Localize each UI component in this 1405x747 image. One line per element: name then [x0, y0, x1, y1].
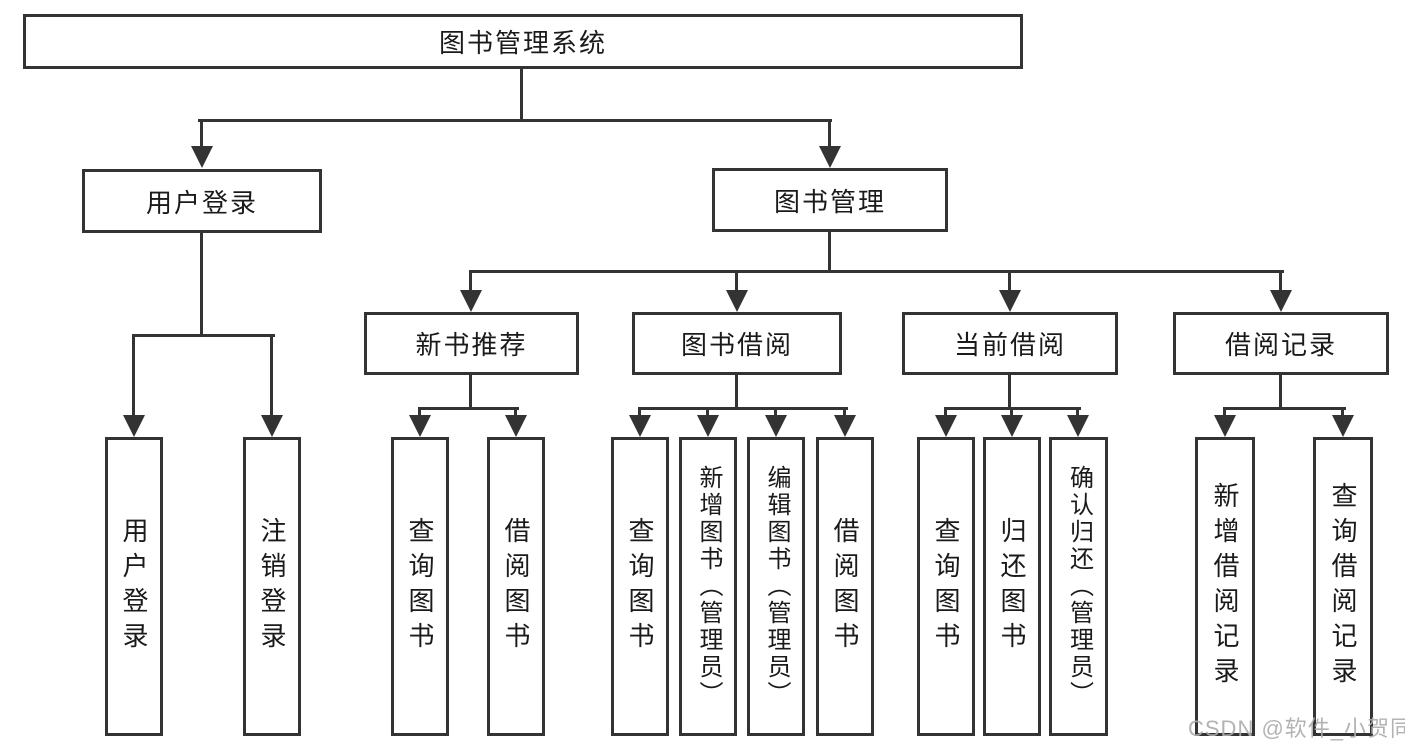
- connector-vline: [828, 232, 831, 273]
- leaf-logout: 注销登录: [243, 437, 301, 736]
- node-root: 图书管理系统: [23, 14, 1023, 69]
- connector-vline: [1341, 407, 1344, 418]
- node-user-login: 用户登录: [82, 169, 322, 233]
- connector-hline: [132, 334, 275, 337]
- leaf-borrow-books: 借阅图书: [816, 437, 874, 736]
- connector-vline: [843, 407, 846, 418]
- arrow-down-icon: [819, 146, 841, 168]
- node-book-borrow: 图书借阅: [632, 312, 842, 375]
- connector-vline: [1008, 375, 1011, 410]
- leaf-user-login: 用户登录: [105, 437, 163, 736]
- connector-vline: [514, 407, 517, 418]
- arrow-down-icon: [999, 290, 1021, 312]
- connector-vline: [1010, 407, 1013, 418]
- connector-vline: [828, 119, 831, 147]
- arrow-down-icon: [1270, 290, 1292, 312]
- arrow-down-icon: [261, 415, 283, 437]
- leaf-add-books-admin: 新增图书（管理员）: [679, 437, 737, 736]
- connector-vline: [200, 119, 203, 147]
- arrow-down-icon: [191, 146, 213, 168]
- leaf-return-books: 归还图书: [983, 437, 1041, 736]
- connector-hline: [198, 119, 832, 122]
- leaf-query-books-current: 查询图书: [917, 437, 975, 736]
- connector-vline: [469, 375, 472, 410]
- arrow-down-icon: [505, 415, 527, 437]
- leaf-borrow-books-recommend: 借阅图书: [487, 437, 545, 736]
- connector-vline: [706, 407, 709, 418]
- arrow-down-icon: [935, 415, 957, 437]
- leaf-query-borrow-record: 查询借阅记录: [1313, 437, 1373, 736]
- connector-vline: [200, 233, 203, 337]
- connector-vline: [735, 375, 738, 410]
- node-book-management: 图书管理: [712, 168, 948, 232]
- connector-vline: [1223, 407, 1226, 418]
- connector-hline: [1223, 407, 1346, 410]
- arrow-down-icon: [726, 290, 748, 312]
- leaf-query-books-borrow: 查询图书: [611, 437, 669, 736]
- leaf-confirm-return-admin: 确认归还（管理员）: [1049, 437, 1108, 736]
- csdn-watermark: CSDN @软件_小贺同学: [1188, 716, 1405, 741]
- arrow-down-icon: [1332, 415, 1354, 437]
- connector-hline: [638, 407, 848, 410]
- connector-vline: [1279, 375, 1282, 410]
- arrow-down-icon: [460, 290, 482, 312]
- leaf-edit-books-admin: 编辑图书（管理员）: [747, 437, 805, 736]
- connector-vline: [132, 334, 135, 418]
- arrow-down-icon: [629, 415, 651, 437]
- connector-vline: [520, 69, 523, 122]
- connector-vline: [1008, 270, 1011, 293]
- connector-vline: [735, 270, 738, 293]
- connector-vline: [774, 407, 777, 418]
- connector-vline: [418, 407, 421, 418]
- leaf-query-books-recommend: 查询图书: [391, 437, 449, 736]
- arrow-down-icon: [1214, 415, 1236, 437]
- arrow-down-icon: [123, 415, 145, 437]
- arrow-down-icon: [409, 415, 431, 437]
- arrow-down-icon: [765, 415, 787, 437]
- connector-vline: [270, 334, 273, 418]
- node-new-book-recommend: 新书推荐: [364, 312, 579, 375]
- connector-vline: [1279, 270, 1282, 293]
- leaf-add-borrow-record: 新增借阅记录: [1195, 437, 1255, 736]
- connector-hline: [469, 270, 1284, 273]
- connector-vline: [1076, 407, 1079, 418]
- arrow-down-icon: [697, 415, 719, 437]
- node-current-borrow: 当前借阅: [902, 312, 1118, 375]
- connector-vline: [469, 270, 472, 293]
- arrow-down-icon: [834, 415, 856, 437]
- arrow-down-icon: [1001, 415, 1023, 437]
- connector-vline: [944, 407, 947, 418]
- connector-vline: [638, 407, 641, 418]
- connector-hline: [418, 407, 519, 410]
- node-borrow-records: 借阅记录: [1173, 312, 1389, 375]
- arrow-down-icon: [1067, 415, 1089, 437]
